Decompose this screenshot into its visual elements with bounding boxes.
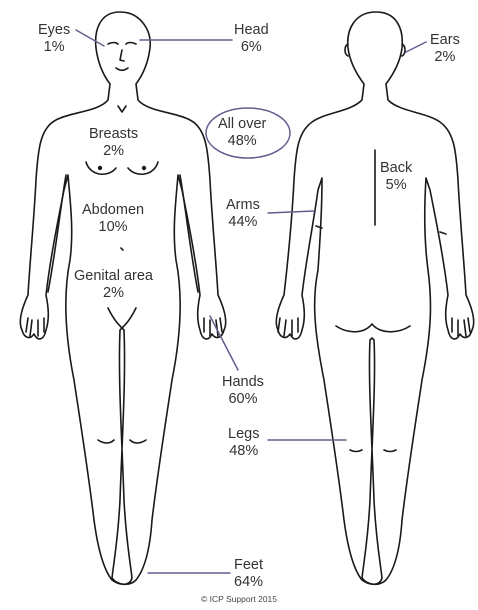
label-head-percent: 6%: [234, 39, 269, 56]
back-left-fingers: [278, 318, 298, 336]
label-genital: Genital area 2%: [74, 268, 153, 302]
front-right-inner-arm: [180, 175, 198, 292]
label-genital-name: Genital area: [74, 268, 153, 285]
label-feet-name: Feet: [234, 557, 263, 574]
label-hands: Hands 60%: [222, 374, 264, 408]
eyes-leader: [76, 30, 104, 46]
label-legs-percent: 48%: [228, 443, 259, 460]
label-eyes-name: Eyes: [38, 22, 70, 39]
back-right-elbow: [440, 232, 446, 234]
label-allover: All over 48%: [218, 116, 266, 150]
label-arms-name: Arms: [226, 197, 260, 214]
label-breasts-name: Breasts: [89, 126, 138, 143]
front-left-eye: [108, 43, 118, 45]
front-right-nipple: [143, 167, 146, 170]
arms-leader: [268, 211, 314, 213]
front-right-knee: [130, 440, 146, 443]
front-left-nipple: [99, 167, 102, 170]
label-hands-percent: 60%: [222, 391, 264, 408]
label-ears-percent: 2%: [430, 49, 460, 66]
label-back-percent: 5%: [380, 177, 412, 194]
front-navel: [121, 248, 123, 250]
front-nose: [120, 50, 124, 61]
label-feet-percent: 64%: [234, 574, 263, 591]
back-right-knee: [384, 450, 396, 452]
label-eyes: Eyes 1%: [38, 22, 70, 56]
back-right-fingers: [452, 318, 470, 336]
label-back-name: Back: [380, 160, 412, 177]
front-left-inner-arm: [48, 175, 66, 292]
label-abdomen-name: Abdomen: [82, 202, 144, 219]
label-breasts-percent: 2%: [89, 143, 138, 160]
label-allover-name: All over: [218, 116, 266, 133]
front-left-knee: [98, 440, 114, 443]
label-legs-name: Legs: [228, 426, 259, 443]
label-breasts: Breasts 2%: [89, 126, 138, 160]
label-back: Back 5%: [380, 160, 412, 194]
label-abdomen: Abdomen 10%: [82, 202, 144, 236]
back-left-knee: [350, 450, 362, 452]
back-figure: [276, 12, 473, 584]
front-neck-notch: [118, 106, 126, 112]
label-eyes-percent: 1%: [38, 39, 70, 56]
label-ears-name: Ears: [430, 32, 460, 49]
front-mouth: [116, 68, 128, 70]
label-genital-percent: 2%: [74, 285, 153, 302]
copyright-notice: © ICP Support 2015: [0, 594, 478, 604]
back-figure-outline: [276, 12, 473, 584]
label-feet: Feet 64%: [234, 557, 263, 591]
label-hands-name: Hands: [222, 374, 264, 391]
label-legs: Legs 48%: [228, 426, 259, 460]
label-allover-percent: 48%: [218, 133, 266, 150]
label-head: Head 6%: [234, 22, 269, 56]
label-head-name: Head: [234, 22, 269, 39]
front-groin: [108, 308, 136, 328]
ears-leader: [406, 42, 426, 52]
front-left-fingers: [26, 318, 44, 336]
front-right-eye: [126, 43, 136, 45]
label-arms: Arms 44%: [226, 197, 260, 231]
label-abdomen-percent: 10%: [82, 219, 144, 236]
label-ears: Ears 2%: [430, 32, 460, 66]
back-buttocks: [336, 324, 410, 332]
label-arms-percent: 44%: [226, 214, 260, 231]
hands-leader: [210, 316, 238, 370]
